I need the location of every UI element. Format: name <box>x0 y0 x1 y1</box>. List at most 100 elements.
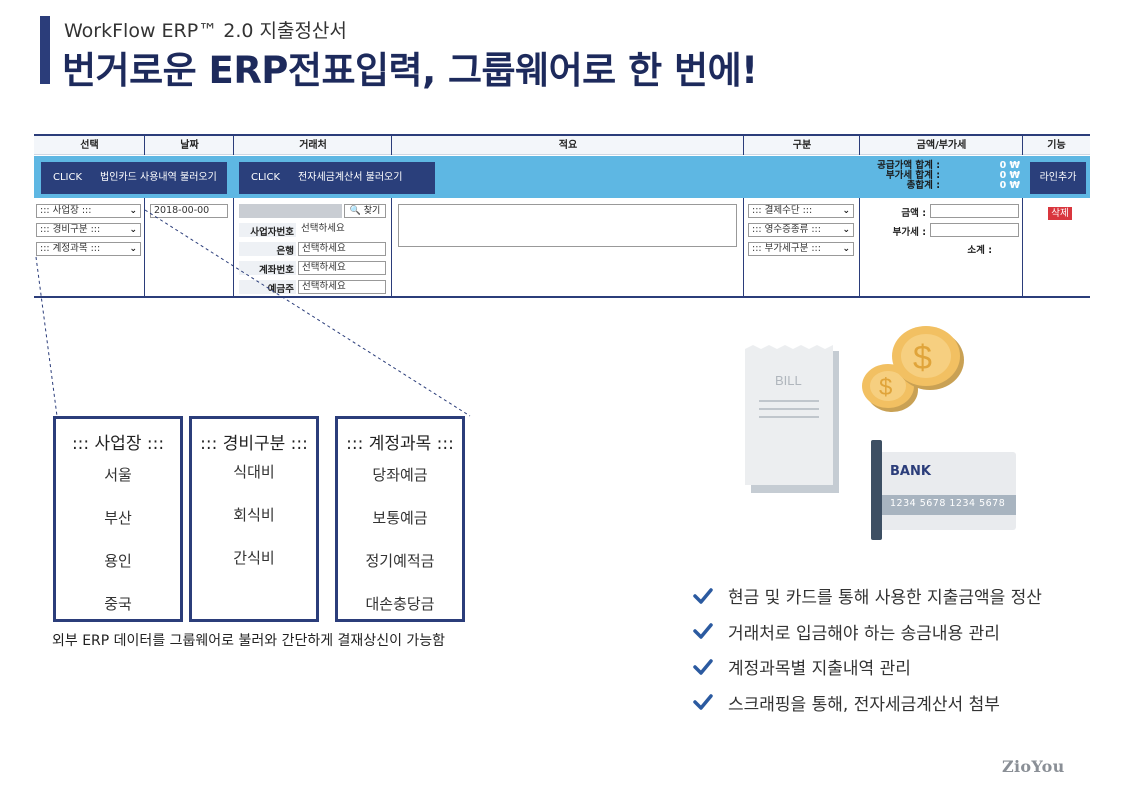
feature-text: 계정과목별 지출내역 관리 <box>728 659 911 680</box>
supply-total-value: 0 ₩ <box>999 160 1020 171</box>
find-button[interactable]: 🔍 찾기 <box>344 204 386 218</box>
search-icon: 🔍 <box>349 206 361 216</box>
coin-dollar-sign: $ <box>879 374 892 401</box>
bill-label: BILL <box>775 373 802 388</box>
list-item[interactable]: 중국 <box>104 595 132 613</box>
amount-input[interactable] <box>930 204 1019 218</box>
col-divider <box>859 136 860 155</box>
chevron-down-icon: ⌄ <box>842 225 850 235</box>
account-no-label: 계좌번호 <box>259 265 294 276</box>
select-value: ::: 영수증종류 ::: <box>752 224 821 235</box>
list-item[interactable]: 용인 <box>104 552 132 570</box>
feature-text: 거래처로 입금해야 하는 송금내용 관리 <box>728 623 1000 644</box>
col-divider <box>743 198 744 298</box>
card-stripe <box>876 495 1016 515</box>
list-item[interactable]: 간식비 <box>233 549 275 567</box>
col-divider <box>144 136 145 155</box>
card-reader-slot <box>871 440 882 540</box>
list-item: 스크래핑을 통해, 전자세금계산서 첨부 <box>692 685 1042 721</box>
select-value: ::: 경비구분 ::: <box>40 224 101 235</box>
list-item[interactable]: 서울 <box>104 466 132 484</box>
receipt-type-select[interactable]: ::: 영수증종류 :::⌄ <box>748 223 854 237</box>
list-item[interactable]: 식대비 <box>233 463 275 481</box>
page-subtitle: WorkFlow ERP™ 2.0 지출정산서 <box>64 20 347 42</box>
expense-type-select[interactable]: ::: 경비구분 :::⌄ <box>36 223 141 237</box>
caption-text: 외부 ERP 데이터를 그룹웨어로 불러와 간단하게 결재상신이 가능함 <box>52 633 446 649</box>
list-item[interactable]: 보통예금 <box>372 509 428 527</box>
bank-card-icon: BANK 1234 5678 1234 5678 <box>876 452 1016 530</box>
list-item[interactable]: 당좌예금 <box>372 466 428 484</box>
feature-checklist: 현금 및 카드를 통해 사용한 지출금액을 정산 거래처로 입금해야 하는 송금… <box>692 578 1042 720</box>
account-select[interactable]: ::: 계정과목 :::⌄ <box>36 242 141 256</box>
site-select[interactable]: ::: 사업장 :::⌄ <box>36 204 141 218</box>
chevron-down-icon: ⌄ <box>842 206 850 216</box>
list-item[interactable]: 정기예적금 <box>365 552 435 570</box>
feature-text: 스크래핑을 통해, 전자세금계산서 첨부 <box>728 694 1000 715</box>
col-divider <box>743 136 744 155</box>
chevron-down-icon: ⌄ <box>129 206 137 216</box>
load-corporate-card-button[interactable]: CLICK 법인카드 사용내역 불러오기 <box>41 162 227 194</box>
col-header-summary: 적요 <box>558 140 578 151</box>
vat-label: 부가세 : <box>892 227 926 238</box>
account-no-field[interactable]: 선택하세요 <box>298 261 386 275</box>
col-divider <box>233 198 234 298</box>
vendor-search-input[interactable] <box>239 204 342 218</box>
payment-method-select[interactable]: ::: 결제수단 :::⌄ <box>748 204 854 218</box>
button-label: 법인카드 사용내역 불러오기 <box>100 172 217 183</box>
delete-button[interactable]: 삭제 <box>1048 207 1072 220</box>
find-label: 찾기 <box>363 206 381 216</box>
bill-receipt-icon: BILL <box>745 345 839 493</box>
col-divider <box>859 198 860 298</box>
checkmark-icon <box>693 694 713 710</box>
bank-field[interactable]: 선택하세요 <box>298 242 386 256</box>
col-divider <box>144 198 145 298</box>
click-prefix: CLICK <box>251 172 281 183</box>
click-prefix: CLICK <box>53 172 83 183</box>
col-divider <box>391 198 392 298</box>
title-accent-bar <box>40 16 50 84</box>
site-dropdown-list: ::: 사업장 ::: 서울 부산 용인 중국 <box>53 416 183 622</box>
list-item[interactable]: 부산 <box>104 509 132 527</box>
coin-dollar-sign: $ <box>913 339 932 377</box>
col-header-category: 구분 <box>792 140 812 151</box>
bank-label: 은행 <box>276 246 294 257</box>
depositor-label: 예금주 <box>267 284 294 295</box>
account-dropdown-list: ::: 계정과목 ::: 당좌예금 보통예금 정기예적금 대손충당금 <box>335 416 465 622</box>
add-line-button[interactable]: 라인추가 <box>1030 162 1086 194</box>
col-header-amount: 금액/부가세 <box>916 140 967 151</box>
dropdown-title: ::: 경비구분 ::: <box>200 434 308 454</box>
page-title: 번거로운 ERP전표입력, 그룹웨어로 한 번에! <box>62 49 758 92</box>
checkmark-icon <box>693 623 713 639</box>
select-value: ::: 결제수단 ::: <box>752 205 813 216</box>
table-header: 선택 날짜 거래처 적요 구분 금액/부가세 기능 <box>34 136 1090 155</box>
select-value: ::: 부가세구분 ::: <box>752 243 821 254</box>
vat-total-value: 0 ₩ <box>999 170 1020 181</box>
date-input[interactable]: 2018-00-00 <box>150 204 228 218</box>
list-item: 현금 및 카드를 통해 사용한 지출금액을 정산 <box>692 578 1042 614</box>
feature-text: 현금 및 카드를 통해 사용한 지출금액을 정산 <box>728 588 1042 609</box>
col-divider <box>1022 136 1023 155</box>
coins-icon: $ $ <box>862 326 964 412</box>
col-header-select: 선택 <box>80 140 99 151</box>
col-header-date: 날짜 <box>180 140 199 151</box>
list-item[interactable]: 대손충당금 <box>365 595 435 613</box>
ziyou-logo: ZioYou <box>1002 757 1065 776</box>
grand-total-value: 0 ₩ <box>999 180 1020 191</box>
biz-no-field[interactable]: 선택하세요 <box>298 223 386 237</box>
expense-type-dropdown-list: ::: 경비구분 ::: 식대비 회식비 간식비 <box>189 416 319 622</box>
summary-textarea[interactable] <box>398 204 737 247</box>
col-header-vendor: 거래처 <box>299 140 327 151</box>
vat-type-select[interactable]: ::: 부가세구분 :::⌄ <box>748 242 854 256</box>
grand-total-label: 총합계 : <box>906 180 940 191</box>
checkmark-icon <box>693 659 713 675</box>
chevron-down-icon: ⌄ <box>129 225 137 235</box>
subtotal-label: 소계 : <box>967 245 992 256</box>
vat-input[interactable] <box>930 223 1019 237</box>
list-item: 계정과목별 지출내역 관리 <box>692 649 1042 685</box>
list-item[interactable]: 회식비 <box>233 506 275 524</box>
depositor-field[interactable]: 선택하세요 <box>298 280 386 294</box>
bank-label: BANK <box>890 464 931 479</box>
checkmark-icon <box>693 588 713 604</box>
erp-entry-table: 선택 날짜 거래처 적요 구분 금액/부가세 기능 CLICK 법인카드 사용내역… <box>34 134 1090 298</box>
